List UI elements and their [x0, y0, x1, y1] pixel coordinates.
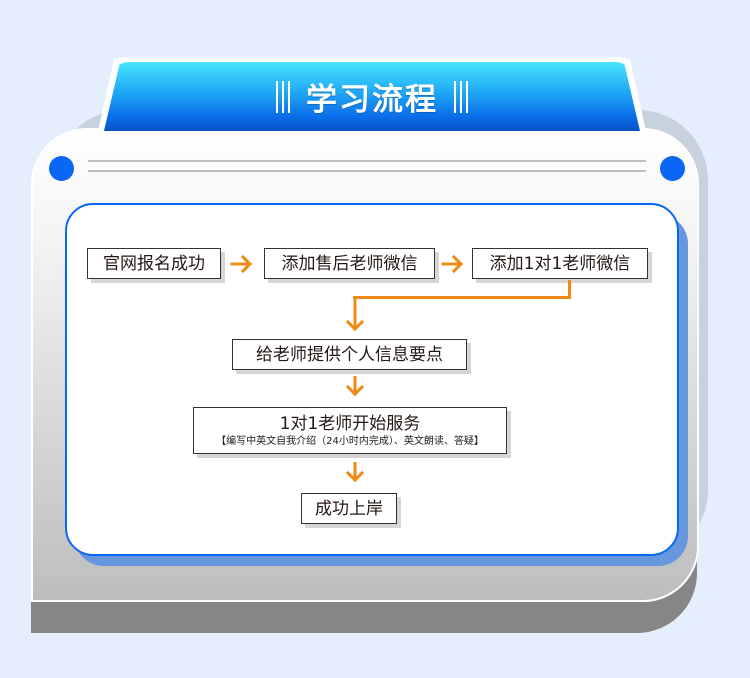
flow-step-label: 给老师提供个人信息要点 — [256, 344, 443, 365]
connector-horizontal — [353, 296, 571, 299]
divider-line-top — [88, 160, 646, 162]
arrow-down-icon — [345, 376, 365, 397]
flow-step-sublabel: 【编写中英文自我介绍（24小时内完成）、英文朗读、答疑】 — [216, 435, 484, 447]
arrow-down-icon — [345, 297, 365, 332]
title-bars-left-decoration — [276, 80, 290, 113]
flow-step-success: 成功上岸 — [301, 493, 397, 524]
flow-step-provide-info: 给老师提供个人信息要点 — [232, 339, 467, 370]
connector-vertical — [568, 280, 571, 299]
flow-step-label: 添加售后老师微信 — [281, 253, 418, 274]
page-title: 学习流程 — [306, 82, 438, 118]
right-dot-icon — [660, 156, 685, 181]
flow-step-add-aftersales-wechat: 添加售后老师微信 — [264, 248, 435, 279]
flow-step-label: 官网报名成功 — [103, 253, 205, 274]
flow-step-register: 官网报名成功 — [87, 248, 221, 279]
divider-line-bottom — [88, 170, 646, 172]
title-tab: 学习流程 — [104, 62, 640, 131]
arrow-down-icon — [345, 462, 365, 483]
flow-step-label: 1对1老师开始服务 — [279, 413, 421, 434]
arrow-right-icon — [230, 255, 253, 273]
flow-step-tutor-service: 1对1老师开始服务 【编写中英文自我介绍（24小时内完成）、英文朗读、答疑】 — [193, 407, 507, 454]
flow-step-label: 成功上岸 — [315, 498, 383, 519]
title-bars-right-decoration — [454, 80, 468, 113]
left-dot-icon — [49, 156, 74, 181]
arrow-right-icon — [441, 255, 464, 273]
flow-step-add-tutor-wechat: 添加1对1老师微信 — [472, 248, 648, 279]
flow-step-label: 添加1对1老师微信 — [489, 253, 631, 274]
